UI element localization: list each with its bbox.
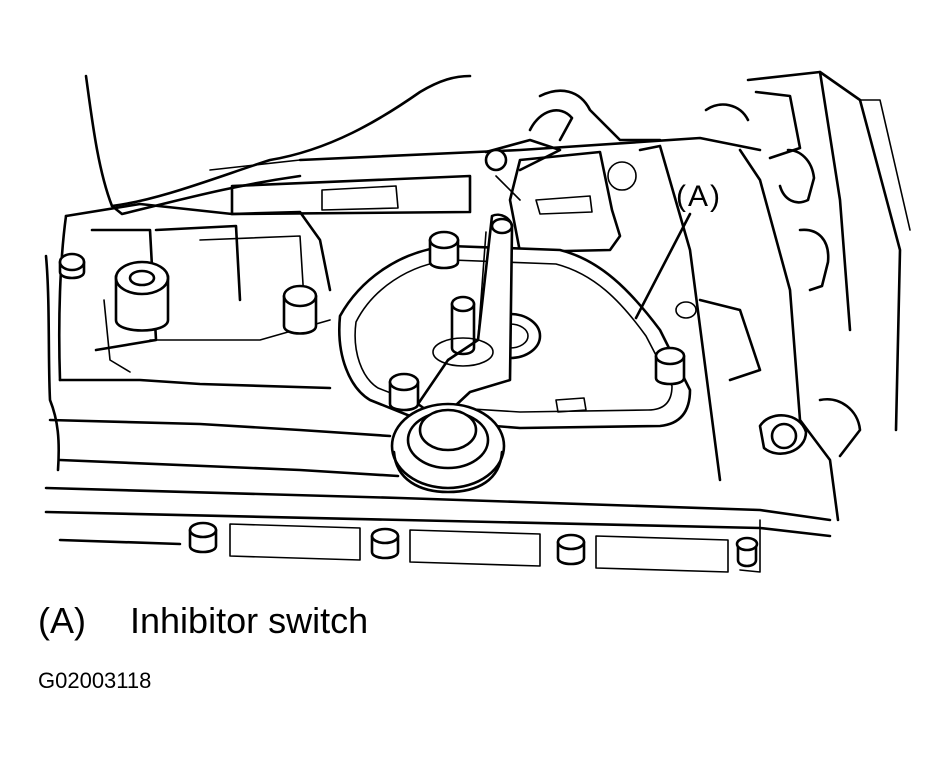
bolt-right	[654, 346, 686, 386]
bolt-top	[428, 230, 460, 270]
transmission-illustration	[44, 70, 911, 573]
right-bracket	[638, 70, 911, 522]
legend-description: Inhibitor switch	[130, 600, 369, 641]
legend: (A) Inhibitor switch	[38, 600, 368, 642]
callout-marker-a: (A)	[676, 180, 722, 213]
inhibitor-switch-drawing	[338, 213, 692, 494]
leader-line	[634, 212, 692, 320]
case-studs	[58, 252, 697, 335]
pan-bolt	[556, 533, 586, 566]
wiring-harness	[484, 89, 662, 254]
pan-bolt	[188, 521, 218, 554]
engine-housing	[84, 74, 472, 216]
pan-bolt	[735, 536, 759, 568]
legend-key: (A)	[38, 600, 86, 641]
bolt-left	[388, 372, 420, 412]
oil-pan-rail	[44, 486, 832, 573]
figure-id: G02003118	[38, 668, 152, 693]
pan-bolt	[370, 527, 400, 560]
